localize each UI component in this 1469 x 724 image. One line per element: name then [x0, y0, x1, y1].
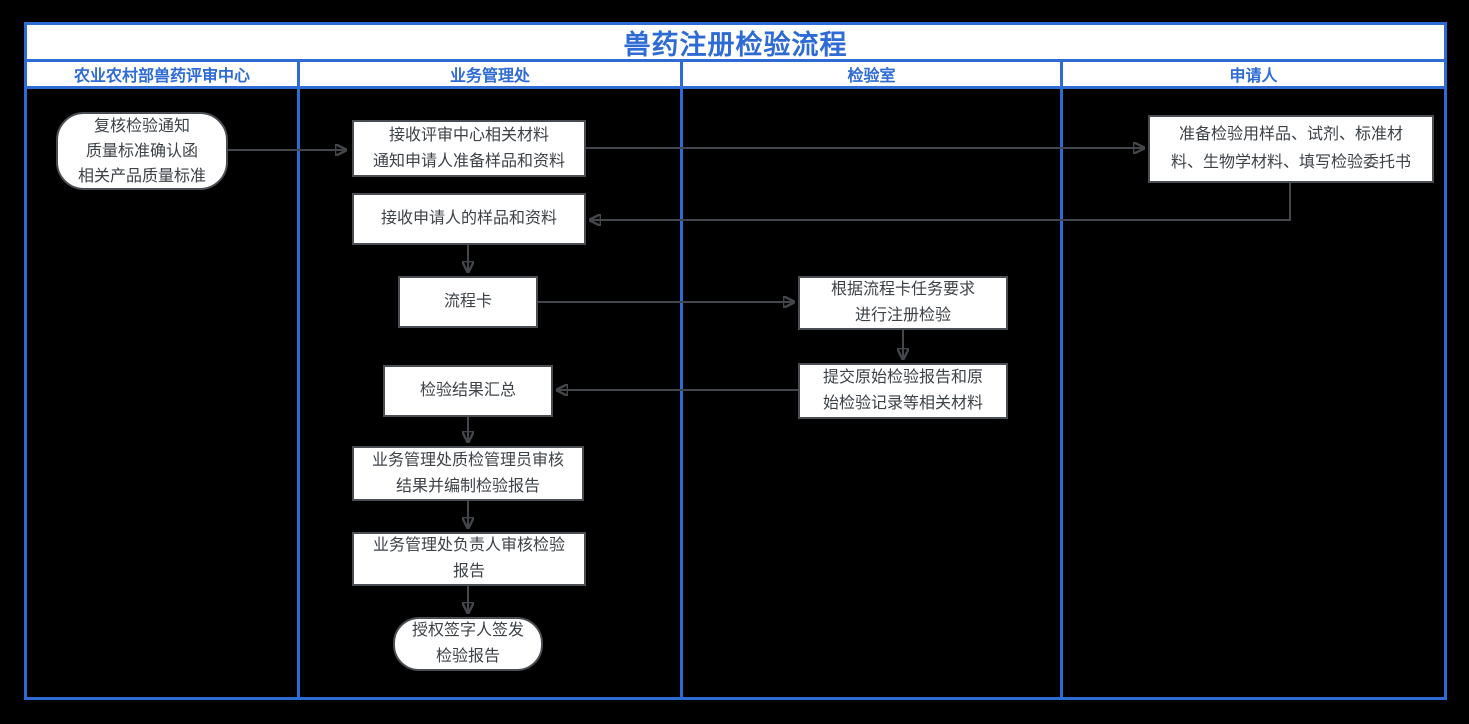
- node-text-line: 进行注册检验: [854, 307, 951, 324]
- node-text-line: 通知申请人准备样品和资料: [372, 152, 565, 170]
- node-text-line: 根据流程卡任务要求: [830, 281, 975, 298]
- flow-node-process-card: 流程卡: [398, 276, 538, 328]
- lane-divider: [680, 89, 683, 697]
- flow-node-receive-samples: 接收申请人的样品和资料: [352, 193, 586, 245]
- flow-node-registration-inspection: 根据流程卡任务要求 进行注册检验: [798, 276, 1008, 330]
- node-text-line: 授权签字人签发: [411, 622, 524, 639]
- lane-body: [27, 89, 1444, 697]
- node-text-line: 质量标准确认函: [85, 142, 198, 160]
- node-text-line: 结果并编制检验报告: [395, 477, 540, 495]
- node-text-line: 报告: [452, 563, 485, 580]
- node-text-line: 流程卡: [443, 293, 492, 310]
- flow-node-receive-materials: 接收评审中心相关材料 通知申请人准备样品和资料: [352, 120, 586, 177]
- node-text-line: 提交原始检验报告和原: [822, 369, 983, 386]
- lane-header-applicant: 申请人: [1229, 68, 1278, 85]
- swimlane-table: 兽药注册检验流程 农业农村部兽药评审中心 业务管理处 检验室 申请人: [24, 22, 1447, 700]
- lane-divider: [297, 89, 300, 697]
- lane-header-business-management: 业务管理处: [300, 62, 683, 86]
- lane-divider: [1060, 89, 1063, 697]
- lane-header-evaluation-center: 农业农村部兽药评审中心: [27, 62, 300, 86]
- flow-node-applicant-prepare: 准备检验用样品、试剂、标准材 料、生物学材料、填写检验委托书: [1148, 115, 1434, 183]
- node-text-line: 业务管理处负责人审核检验: [372, 537, 565, 554]
- node-text-line: 准备检验用样品、试剂、标准材: [1178, 126, 1403, 143]
- node-text-line: 检验报告: [435, 648, 500, 665]
- flow-node-review-notice: 复核检验通知 质量标准确认函 相关产品质量标准: [56, 112, 228, 190]
- node-text-line: 检验结果汇总: [419, 382, 516, 399]
- flow-node-dept-head-review: 业务管理处负责人审核检验 报告: [352, 532, 586, 586]
- lane-header-laboratory: 检验室: [683, 62, 1063, 86]
- node-text-line: 复核检验通知: [93, 117, 190, 135]
- flow-node-qc-admin-review: 业务管理处质检管理员审核 结果并编制检验报告: [352, 446, 584, 501]
- lane-header-row: 农业农村部兽药评审中心 业务管理处 检验室 申请人: [27, 62, 1444, 89]
- node-text-line: 接收申请人的样品和资料: [380, 210, 557, 227]
- flow-node-submit-original-report: 提交原始检验报告和原 始检验记录等相关材料: [798, 363, 1008, 419]
- flow-node-authorized-signatory: 授权签字人签发 检验报告: [393, 617, 543, 671]
- flow-node-result-summary: 检验结果汇总: [383, 365, 553, 417]
- node-text-line: 相关产品质量标准: [77, 167, 206, 185]
- node-text-line: 接收评审中心相关材料: [388, 126, 549, 144]
- node-text-line: 始检验记录等相关材料: [822, 395, 983, 412]
- node-text-line: 业务管理处质检管理员审核: [371, 451, 564, 469]
- diagram-title: 兽药注册检验流程: [27, 25, 1444, 62]
- node-text-line: 料、生物学材料、填写检验委托书: [1170, 154, 1411, 171]
